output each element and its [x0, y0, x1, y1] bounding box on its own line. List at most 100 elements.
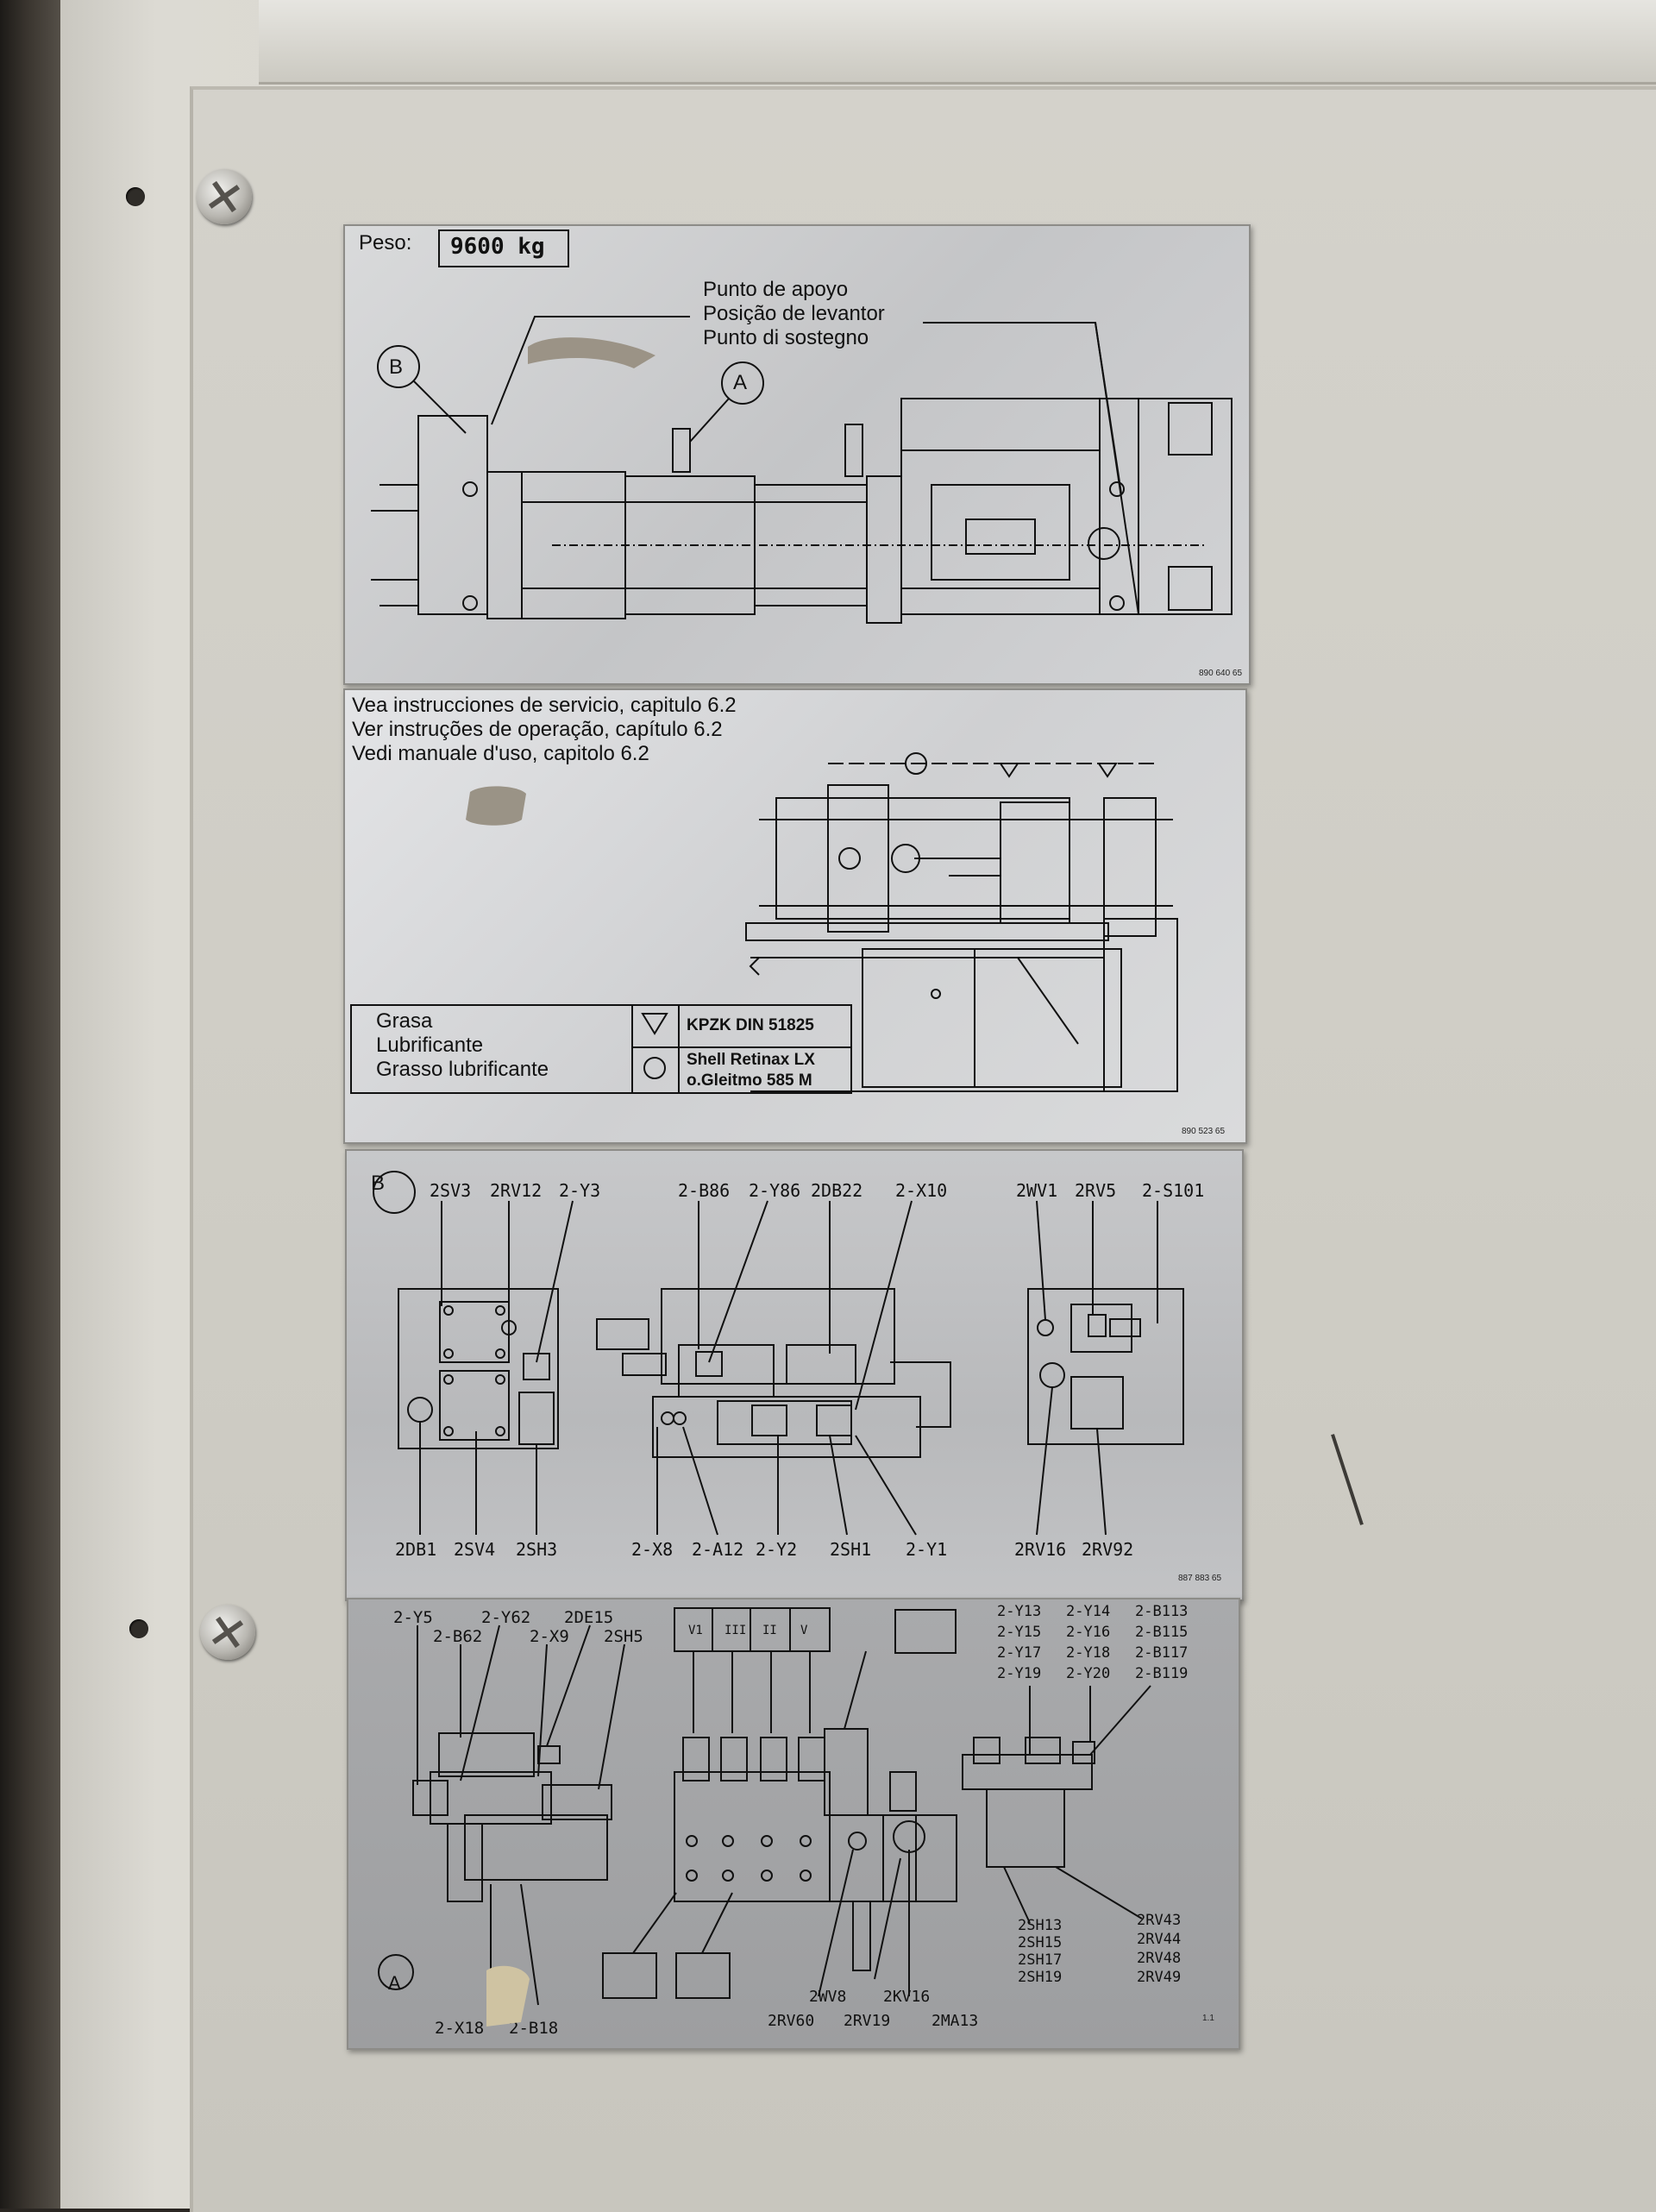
- component-label: 2-X9: [530, 1627, 569, 1646]
- instruction-es: Vea instrucciones de servicio, capitulo …: [352, 694, 737, 717]
- weight-label: Peso:: [359, 231, 412, 255]
- component-label: 2-Y3: [559, 1180, 601, 1201]
- screw-icon: [200, 1605, 255, 1660]
- hydraulic-block-a-drawing: [378, 1607, 1151, 2027]
- paint-damage-spot: [486, 1965, 530, 2027]
- grease-circle-spec-2: o.Gleitmo 585 M: [687, 1071, 812, 1090]
- component-label: 2-B113: [1135, 1603, 1189, 1620]
- paint-damage-spot: [528, 337, 656, 368]
- component-label: 2-Y14: [1066, 1603, 1111, 1620]
- component-label: 2SV3: [430, 1180, 472, 1201]
- component-label: 2-B86: [678, 1180, 731, 1201]
- support-point-it: Punto di sostegno: [703, 326, 869, 349]
- plate-code: 890 640 65: [1199, 669, 1243, 678]
- machine-top-view-drawing: [371, 316, 1233, 624]
- component-label: 2-Y2: [756, 1539, 798, 1560]
- valve-label: II: [762, 1624, 777, 1637]
- component-label: 2RV12: [490, 1180, 543, 1201]
- weight-value: 9600 kg: [450, 234, 545, 260]
- component-label: 2-B119: [1135, 1665, 1189, 1682]
- component-label: 2-Y15: [997, 1624, 1042, 1641]
- component-label: 2KV16: [883, 1988, 931, 2006]
- marker-b-label: B: [389, 355, 404, 379]
- plate-code: 1.1: [1202, 2014, 1214, 2023]
- instruction-it: Vedi manuale d'uso, capitolo 6.2: [352, 742, 649, 765]
- motor-icon: [894, 1609, 957, 1654]
- component-label: 2-S101: [1142, 1180, 1205, 1201]
- component-label: 2DB22: [811, 1180, 863, 1201]
- support-point-pt: Posição de levantor: [703, 302, 885, 325]
- component-label: 2RV16: [1014, 1539, 1067, 1560]
- support-point-es: Punto de apoyo: [703, 278, 849, 301]
- component-label: 2SH1: [830, 1539, 872, 1560]
- component-label: 2-Y5: [393, 1608, 433, 1627]
- component-label: 2SH5: [604, 1627, 643, 1646]
- valve-label: III: [724, 1624, 747, 1637]
- grease-label-it: Grasso lubrificante: [376, 1058, 549, 1081]
- component-label: 2-B18: [509, 2019, 559, 2038]
- screw-icon: [197, 169, 252, 224]
- component-label: 2-Y17: [997, 1644, 1042, 1662]
- marker-b-circle: [377, 345, 420, 388]
- component-label: 2RV92: [1082, 1539, 1134, 1560]
- component-label: 2-Y62: [481, 1608, 531, 1627]
- component-label: 2RV49: [1137, 1969, 1182, 1986]
- component-label: 2RV44: [1137, 1931, 1182, 1948]
- component-label: 2-Y18: [1066, 1644, 1111, 1662]
- component-label: 2-B115: [1135, 1624, 1189, 1641]
- component-label: 2WV1: [1016, 1180, 1058, 1201]
- component-label: 2-B117: [1135, 1644, 1189, 1662]
- marker-a-label: A: [733, 371, 748, 394]
- hydraulic-block-b-plate: B 887 883 65 2SV3 2RV12 2-Y3 2-B86 2-Y86…: [345, 1149, 1244, 1601]
- component-label: 2RV60: [768, 2012, 815, 2030]
- component-label: 2SH3: [516, 1539, 558, 1560]
- grease-table-divider: [631, 1004, 633, 1092]
- component-label: 2-A12: [692, 1539, 744, 1560]
- triangle-icon: [641, 1013, 668, 1035]
- hydraulic-block-a-plate: A 1.1 2-Y5 2-Y62 2DE15 2-B62 2-X9 2SH5 V…: [347, 1598, 1240, 2050]
- plate-code: 887 883 65: [1178, 1574, 1222, 1583]
- grease-table-divider: [631, 1046, 850, 1048]
- component-label: 2-Y20: [1066, 1665, 1111, 1682]
- component-label: 2-X10: [895, 1180, 948, 1201]
- component-label: 2-Y86: [749, 1180, 801, 1201]
- left-shadow-edge: [0, 0, 69, 2209]
- paint-damage-spot: [466, 786, 526, 826]
- component-label: 2-Y13: [997, 1603, 1042, 1620]
- component-label: 2SH15: [1018, 1934, 1063, 1951]
- marker-b-circle: [373, 1171, 416, 1214]
- component-label: 2-X8: [631, 1539, 674, 1560]
- component-label: 2-X18: [435, 2019, 485, 2038]
- valve-label: V1: [688, 1624, 703, 1637]
- grease-table-divider: [678, 1004, 680, 1092]
- grease-label-pt: Lubrificante: [376, 1034, 484, 1057]
- component-label: 2DB1: [395, 1539, 437, 1560]
- hydraulic-block-b-drawing: [373, 1171, 1184, 1536]
- component-label: 2SV4: [454, 1539, 496, 1560]
- mounting-hole-top: [126, 187, 145, 206]
- component-label: 2SH17: [1018, 1951, 1063, 1969]
- component-label: 2-Y16: [1066, 1624, 1111, 1641]
- component-label: 2RV43: [1137, 1912, 1182, 1929]
- grease-triangle-spec: KPZK DIN 51825: [687, 1016, 814, 1034]
- marker-a-circle: [378, 1954, 414, 1990]
- lifting-points-plate: Peso: 9600 kg Punto de apoyo Posição de …: [343, 224, 1251, 685]
- component-label: 2MA13: [932, 2012, 979, 2030]
- instruction-pt: Ver instruções de operação, capítulo 6.2: [352, 718, 723, 741]
- component-label: 2RV19: [844, 2012, 891, 2030]
- circle-icon: [643, 1057, 666, 1079]
- lubrication-points-drawing: [466, 752, 1178, 1092]
- component-label: 2RV48: [1137, 1950, 1182, 1967]
- component-label: 2SH19: [1018, 1969, 1063, 1986]
- lubrication-plate: Vea instrucciones de servicio, capitulo …: [343, 688, 1247, 1144]
- grease-circle-spec-1: Shell Retinax LX: [687, 1051, 815, 1069]
- component-label: 2-Y1: [906, 1539, 948, 1560]
- grease-table: [350, 1004, 852, 1094]
- component-label: 2RV5: [1075, 1180, 1117, 1201]
- grease-label-es: Grasa: [376, 1009, 433, 1033]
- component-label: 2DE15: [564, 1608, 614, 1627]
- marker-a-circle: [721, 361, 764, 405]
- component-label: 2-Y19: [997, 1665, 1042, 1682]
- weight-box: [438, 229, 569, 267]
- mounting-hole-bottom: [129, 1619, 148, 1638]
